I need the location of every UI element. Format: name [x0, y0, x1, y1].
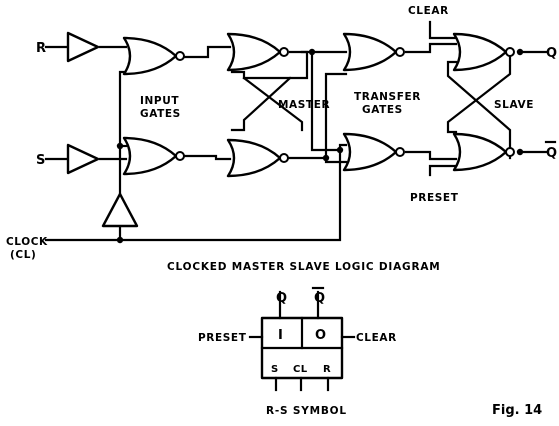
figure-number: Fig. 14 [492, 403, 542, 418]
junction-dots [116, 48, 524, 244]
s-buffer [66, 143, 100, 175]
input-gate-bottom [122, 136, 185, 176]
logic-diagram-caption: CLOCKED MASTER SLAVE LOGIC DIAGRAM [167, 261, 441, 273]
master-gate-bottom [226, 138, 289, 178]
master-gate-top [226, 32, 289, 72]
clock-label: CLOCK [6, 236, 48, 248]
transfer-gates-label-2: GATES [362, 104, 403, 116]
qbar-output-label: Q [546, 146, 557, 161]
symbol-qbar-label: Q [314, 291, 325, 306]
input-gates-label-2: GATES [140, 108, 181, 120]
r-input-label: R [36, 41, 46, 56]
input-gates-label-1: INPUT [140, 95, 179, 107]
clock-abbrev-label: (CL) [10, 249, 36, 261]
clock-buffer [101, 192, 139, 228]
transfer-gates-label-1: TRANSFER [354, 91, 421, 103]
q-output-label: Q [546, 46, 557, 61]
symbol-q-label: Q [276, 291, 287, 306]
input-gate-top [122, 36, 185, 76]
rs-symbol-caption: R-S SYMBOL [266, 405, 347, 417]
clear-label: CLEAR [408, 5, 449, 17]
transfer-gate-top [342, 32, 405, 72]
slave-gate-top [452, 32, 515, 72]
symbol-pin-cl: CL [293, 364, 308, 375]
master-label: MASTER [278, 99, 330, 111]
slave-gate-bottom [452, 132, 515, 172]
symbol-preset-label: PRESET [198, 332, 247, 344]
symbol-pin-r: R [323, 364, 331, 375]
symbol-clear-label: CLEAR [356, 332, 397, 344]
symbol-cell-left: I [278, 328, 283, 343]
r-buffer [66, 31, 100, 63]
symbol-pin-s: S [271, 364, 279, 375]
rs-symbol: Q Q PRESET CLEAR I O S CL R [198, 286, 397, 392]
s-input-label: S [36, 153, 45, 168]
transfer-gate-bottom [342, 132, 405, 172]
symbol-cell-right: O [315, 328, 326, 343]
slave-label: SLAVE [494, 99, 534, 111]
preset-label: PRESET [410, 192, 459, 204]
